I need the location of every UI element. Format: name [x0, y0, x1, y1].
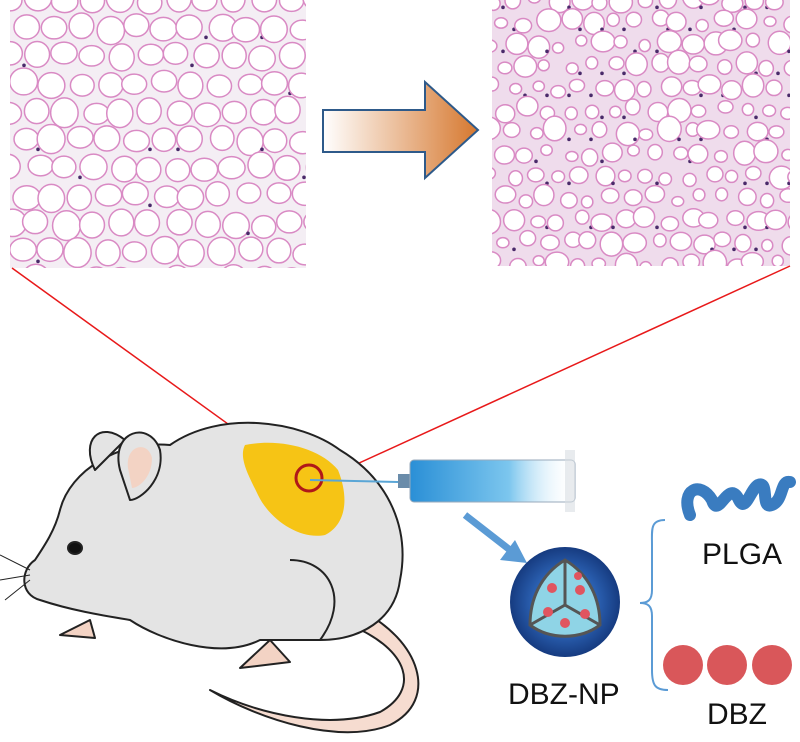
nanoparticle: [510, 547, 620, 657]
injection-site-marker: [294, 463, 324, 493]
mouse-forepaw: [59, 619, 96, 639]
fat-depot: [242, 442, 345, 536]
histology-normal-fat: [10, 0, 306, 268]
plga-polymer: [681, 476, 796, 521]
mouse-illustration: [0, 421, 420, 734]
histology-treated-fat: [492, 0, 790, 266]
dbz-molecules: [663, 645, 792, 685]
syringe: [309, 450, 576, 512]
pointer-line-right: [321, 265, 791, 481]
mouse-tail: [209, 609, 420, 734]
down-arrow: [462, 512, 527, 563]
plga-label: PLGA: [702, 538, 783, 571]
bracket: [639, 519, 669, 691]
dbz-label: DBZ: [707, 698, 767, 731]
dbz-np-label: DBZ-NP: [508, 678, 620, 711]
mouse-hindleg: [289, 559, 336, 641]
mouse-eye: [67, 541, 83, 555]
mouse-hindpaw: [239, 639, 291, 669]
mouse-body: [23, 421, 404, 650]
transition-arrow: [322, 79, 480, 181]
